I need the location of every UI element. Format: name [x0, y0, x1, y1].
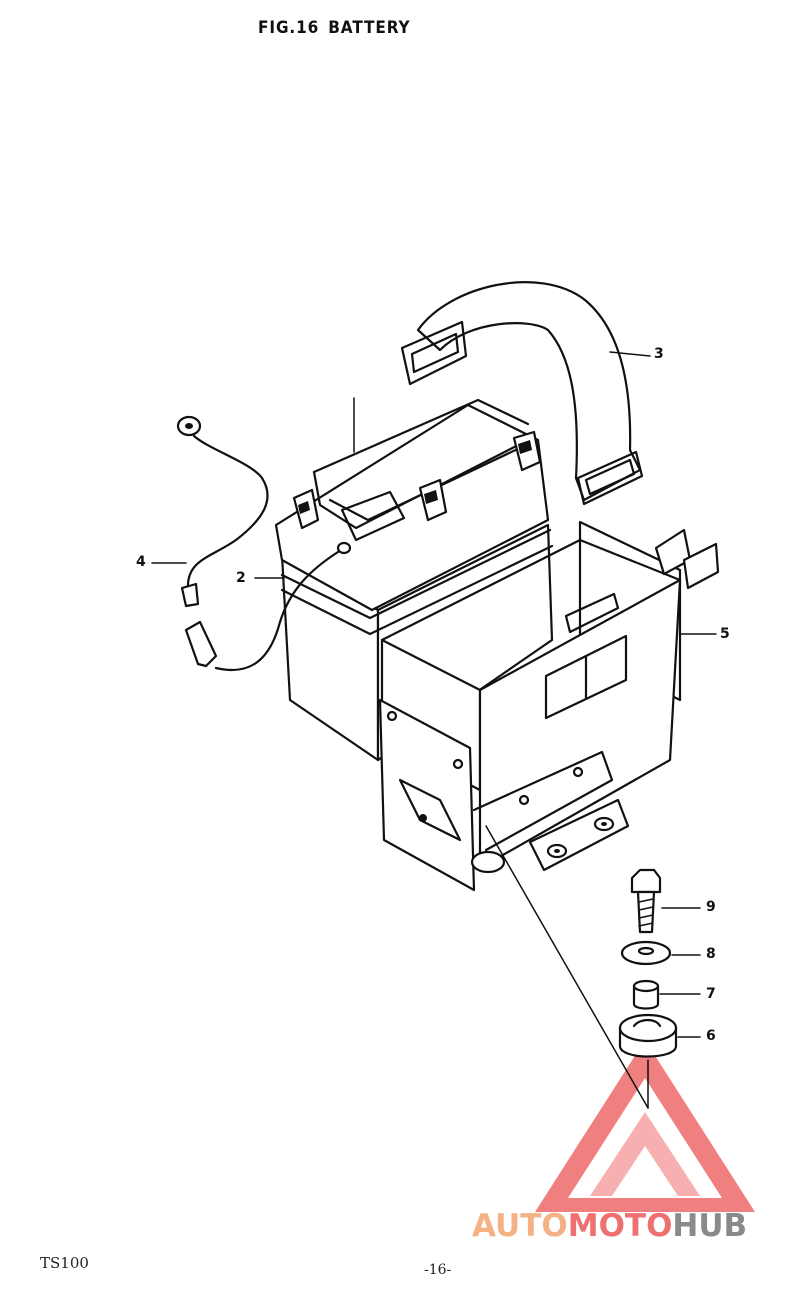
mounting-bolt	[630, 868, 662, 934]
figure-name: BATTERY	[328, 18, 411, 38]
ground-lead-wire	[176, 415, 269, 608]
callout-2: 2	[236, 570, 246, 586]
cushion	[618, 1013, 678, 1058]
watermark-text: AUTOMOTOHUB	[472, 1208, 747, 1244]
figure-number: FIG.16	[258, 18, 320, 38]
callout-7: 7	[706, 986, 716, 1002]
callout-5: 5	[720, 626, 730, 642]
model-code: TS100	[40, 1254, 89, 1272]
watermark-moto: MOTO	[567, 1208, 673, 1244]
callout-3: 3	[654, 346, 664, 362]
callout-8: 8	[706, 946, 716, 962]
battery-holder	[378, 520, 720, 1109]
spacer	[632, 979, 660, 1010]
leader-lines	[151, 351, 717, 1038]
callout-9: 9	[706, 899, 716, 915]
callout-6: 6	[706, 1028, 716, 1044]
watermark-auto: AUTO	[472, 1208, 568, 1244]
page-number: -16-	[424, 1262, 452, 1278]
callout-4: 4	[136, 554, 146, 570]
figure-title: FIG.16 BATTERY	[258, 18, 411, 38]
battery-band	[400, 281, 644, 506]
watermark-logo	[535, 1040, 755, 1212]
lead-wire	[184, 541, 352, 672]
washer	[620, 940, 672, 966]
watermark-hub: HUB	[672, 1208, 748, 1244]
